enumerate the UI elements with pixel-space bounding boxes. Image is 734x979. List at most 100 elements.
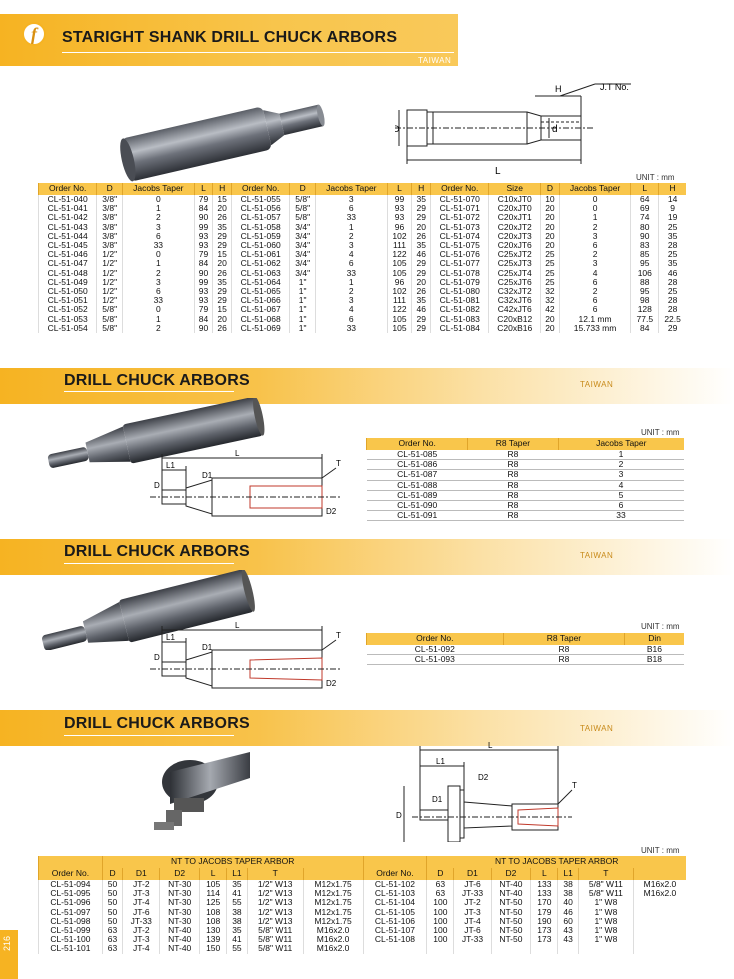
s4-cell: M16x2.0 <box>632 879 686 890</box>
s1-cell: 25 <box>540 250 560 260</box>
s4-cell: JT-4 <box>122 898 160 908</box>
s4-cell: 38 <box>557 879 579 890</box>
s1-cell: 35 <box>411 194 431 205</box>
s1-header-1: D <box>96 183 123 195</box>
s4-cell <box>632 916 686 927</box>
s4-cell: CL-51-094 <box>38 879 103 890</box>
s1-cell: 3/8" <box>96 203 123 214</box>
s1-cell: 6 <box>558 240 631 251</box>
s1-cell: CL-51-049 <box>37 277 97 288</box>
s1-cell: 6 <box>315 259 388 269</box>
s1-cell: 1/2" <box>96 286 123 297</box>
s2-cell: CL-51-086 <box>366 460 468 471</box>
s1-cell: 29 <box>658 323 686 334</box>
s1-cell: 35 <box>411 296 431 306</box>
s1-cell: 3/4" <box>289 250 316 260</box>
s1-cell: 83 <box>630 240 659 251</box>
s1-cell: 29 <box>411 268 431 278</box>
s4-cell: 179 <box>530 907 558 917</box>
s1-cell: 99 <box>193 222 213 232</box>
s1-cell: 5/8" <box>96 305 123 315</box>
s4-cell: 5/8" W11 <box>246 935 304 945</box>
s2-label-L1: L1 <box>166 461 175 470</box>
s1-cell: 6 <box>315 203 388 214</box>
s1-cell: 106 <box>630 268 659 278</box>
s1-cell: 93 <box>193 286 213 297</box>
s1-cell: 1 <box>315 277 388 288</box>
s1-cell: C25xJT2 <box>488 250 541 260</box>
s3-label-D2: D2 <box>326 679 337 688</box>
diagram-label-L: L <box>495 166 501 177</box>
s4-cell: 1/2" W13 <box>246 879 304 890</box>
s4-cell: M16x2.0 <box>302 944 364 954</box>
s1-cell: 80 <box>630 222 659 232</box>
s4-cell: JT-3 <box>122 935 160 945</box>
s1-cell: 98 <box>630 296 659 306</box>
s1-cell: 25 <box>540 268 560 278</box>
s1-cell: 3/8" <box>96 240 123 251</box>
s4-cell: 50 <box>101 888 123 899</box>
s1-cell: 84 <box>630 323 659 334</box>
s1-cell: CL-51-082 <box>430 305 489 315</box>
s1-cell: 1 <box>122 259 195 269</box>
s2-cell: R8 <box>467 511 559 522</box>
s2-label-T: T <box>336 459 341 468</box>
s1-cell: CL-51-073 <box>430 222 489 232</box>
s4-cell: NT-30 <box>159 888 200 899</box>
s1-cell: CL-51-050 <box>37 286 97 297</box>
s4-header-2: D1 <box>122 868 160 880</box>
s4-header-7 <box>302 868 364 880</box>
s4-cell <box>453 944 492 954</box>
s1-cell: 2 <box>122 268 195 278</box>
s4-cell: M16x2.0 <box>632 888 686 899</box>
s4-cell: 43 <box>557 925 579 936</box>
s1-cell: 12.1 mm <box>558 314 631 324</box>
s4-cell: 41 <box>226 935 248 945</box>
s4-header-10: D1 <box>453 868 492 880</box>
s3-label-D1: D1 <box>202 643 213 652</box>
s2-cell: 2 <box>558 460 684 471</box>
s1-cell: CL-51-065 <box>230 286 290 297</box>
s1-header-9: H <box>411 183 431 195</box>
s2-cell: R8 <box>467 450 559 461</box>
s4-cell: NT-30 <box>159 898 200 908</box>
s1-cell: 1" <box>289 286 316 297</box>
s1-cell: CL-51-051 <box>37 296 97 306</box>
s1-cell: C42xJT6 <box>488 305 541 315</box>
s1-header-12: D <box>540 183 560 195</box>
s1-cell: 5/8" <box>289 213 316 223</box>
s1-cell: 29 <box>212 286 232 297</box>
s4-cell: 108 <box>199 916 227 927</box>
s1-header-14: L <box>630 183 659 195</box>
s4-cell: 100 <box>426 925 454 936</box>
s1-cell: 111 <box>386 240 412 251</box>
diagram-label-jt: J.T No. <box>600 82 629 92</box>
s1-header-3: L <box>193 183 213 195</box>
s1-cell: 2 <box>558 250 631 260</box>
s1-cell: 29 <box>212 240 232 251</box>
s4-cell: CL-51-096 <box>38 898 103 908</box>
s4-cell: 63 <box>101 925 123 936</box>
s1-cell: 0 <box>558 194 631 205</box>
s4-cell: 35 <box>226 925 248 936</box>
s4-header-8: Order No. <box>362 868 427 880</box>
s1-cell: 84 <box>193 314 213 324</box>
s1-cell: 19 <box>658 213 686 223</box>
s1-cell: 35 <box>411 240 431 251</box>
s4-cell: JT-4 <box>122 944 160 954</box>
s1-cell: C20xB12 <box>488 314 541 324</box>
s1-cell: C32xJT6 <box>488 296 541 306</box>
s2-header-0: Order No. <box>365 438 468 450</box>
s1-cell: 128 <box>630 305 659 315</box>
s1-cell: 20 <box>212 314 232 324</box>
s1-cell: 20 <box>540 231 560 242</box>
s1-cell: C10xJT0 <box>488 194 541 205</box>
s1-cell: 1" <box>289 314 316 324</box>
s4-cell: 133 <box>530 888 558 899</box>
s1-header-13: Jacobs Taper <box>558 183 631 195</box>
